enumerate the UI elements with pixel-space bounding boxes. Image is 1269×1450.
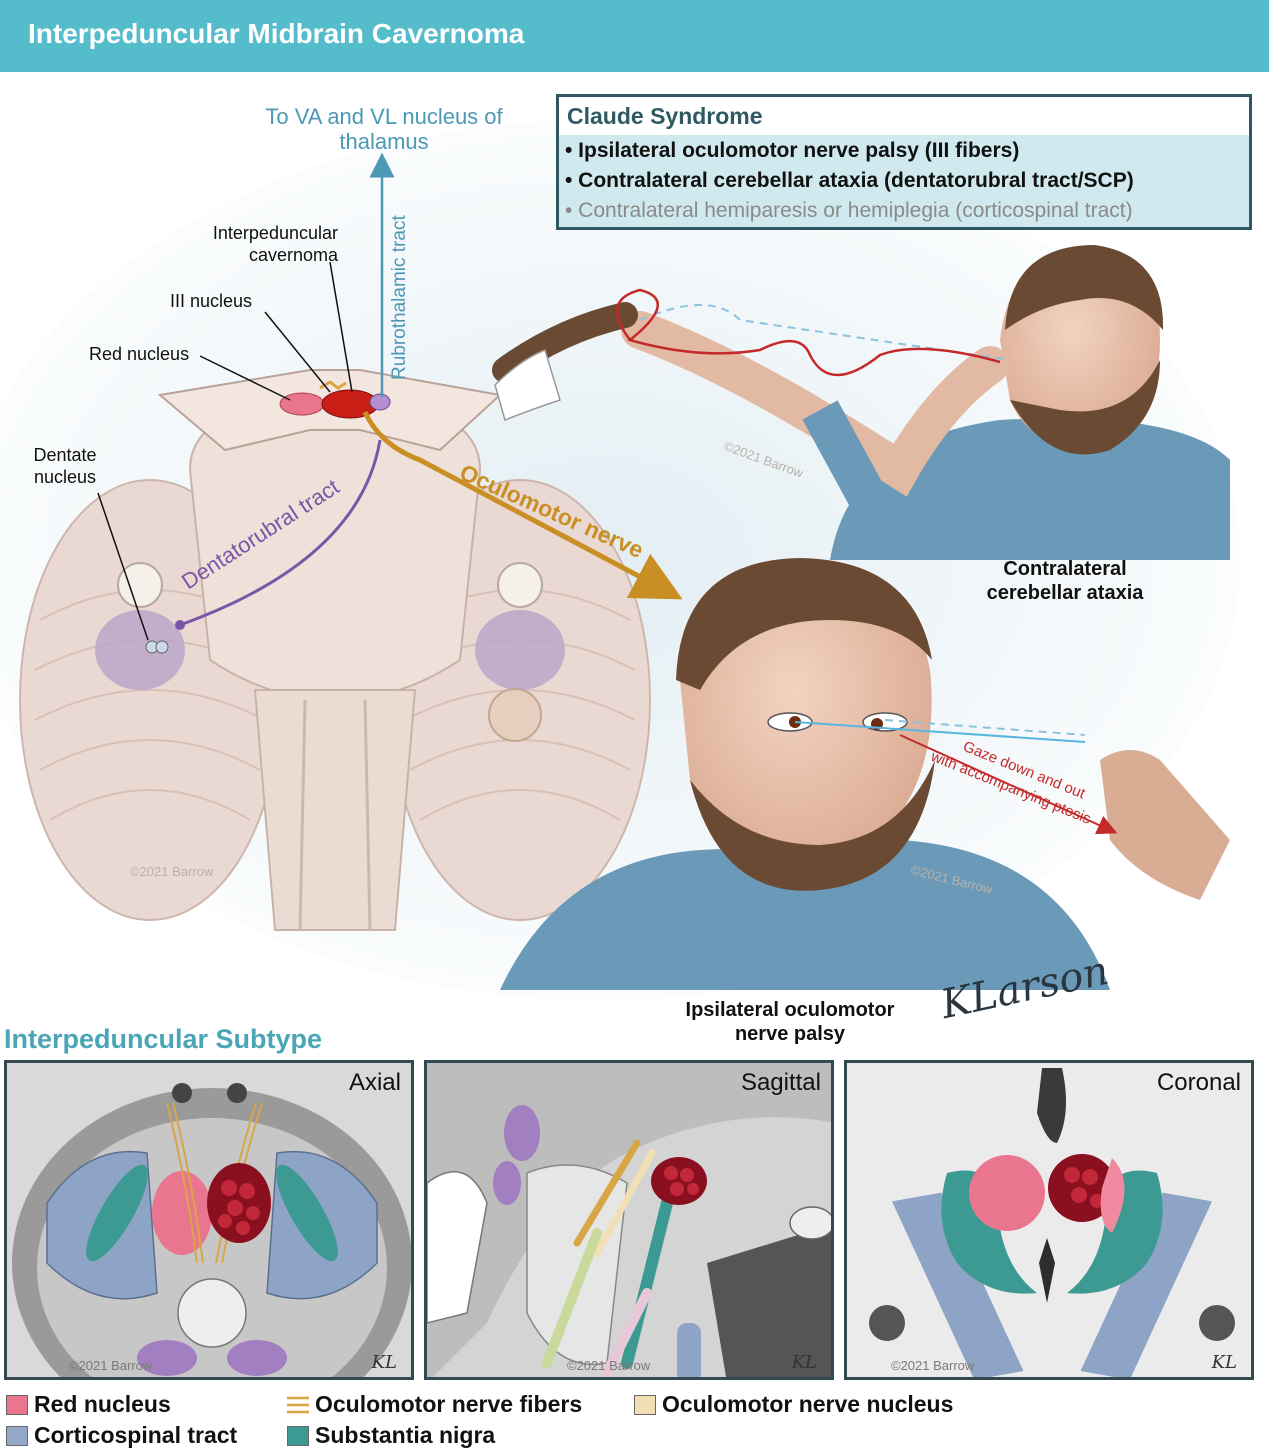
iii-nucleus-label: III nucleus xyxy=(170,291,253,311)
gaze-down-arrow xyxy=(899,734,1118,835)
sagittal-label: Sagittal xyxy=(740,1069,821,1096)
gaze-dashed-line xyxy=(884,719,1086,736)
sagittal-watermark: ©2021 Barrow xyxy=(567,1358,651,1373)
claude-syndrome-list: • Ipsilateral oculomotor nerve palsy (II… xyxy=(559,135,1249,227)
legend-label: Substantia nigra xyxy=(315,1422,496,1448)
legend-item-substantia-nigra: Substantia nigra xyxy=(287,1422,547,1450)
cavernoma-label: Interpeduncular cavernoma xyxy=(212,223,338,265)
axial-signature: KL xyxy=(371,1352,397,1373)
leader-lines xyxy=(97,261,353,641)
rubrothalamic-label: Rubrothalamic tract xyxy=(389,215,410,380)
title-banner: Interpeduncular Midbrain Cavernoma xyxy=(0,0,1269,72)
caption-ataxia: Contralateral cerebellar ataxia xyxy=(986,558,1144,604)
legend-label: Oculomotor nerve fibers xyxy=(315,1391,583,1417)
dentatorubral-tract-line xyxy=(179,439,382,627)
coronal-watermark: ©2021 Barrow xyxy=(891,1358,975,1373)
dentate-marker xyxy=(175,620,185,630)
legend-item-red-nucleus: Red nucleus xyxy=(6,1391,266,1419)
coronal-panel: Coronal ©2021 Barrow KL xyxy=(844,1060,1254,1380)
brainstem-illustration xyxy=(19,369,651,931)
thalamus-label: To VA and VL nucleus of thalamus xyxy=(265,104,503,154)
legend-swatch xyxy=(634,1395,656,1415)
legend-label: Red nucleus xyxy=(34,1391,171,1417)
subtype-title: Interpeduncular Subtype xyxy=(4,1024,323,1054)
sagittal-signature: KL xyxy=(791,1352,817,1373)
ataxia-tremor-path xyxy=(615,288,1001,377)
sagittal-section xyxy=(427,1063,831,1377)
coronal-section xyxy=(847,1063,1251,1377)
page-title: Interpeduncular Midbrain Cavernoma xyxy=(28,18,525,49)
red-nucleus-label: Red nucleus xyxy=(89,344,190,364)
ataxia-patient-illustration xyxy=(621,245,1230,560)
legend-swatch xyxy=(6,1395,28,1415)
legend-item-oculomotor-nucleus: Oculomotor nerve nucleus xyxy=(634,1391,994,1419)
legend-swatch xyxy=(287,1426,309,1446)
claude-syndrome-title: Claude Syndrome xyxy=(567,103,763,129)
legend-label: Corticospinal tract xyxy=(34,1422,238,1448)
legend-item-oculomotor-fibers: Oculomotor nerve fibers xyxy=(287,1391,617,1419)
axial-section xyxy=(7,1063,411,1377)
coronal-signature: KL xyxy=(1211,1352,1237,1373)
axial-panel: Axial ©2021 Barrow KL xyxy=(4,1060,414,1380)
gaze-line xyxy=(794,721,1086,743)
axial-watermark: ©2021 Barrow xyxy=(69,1358,153,1373)
claude-item: • Ipsilateral oculomotor nerve palsy (II… xyxy=(565,139,1020,162)
claude-item: • Contralateral hemiparesis or hemiplegi… xyxy=(565,199,1133,222)
lab-coat-sleeve xyxy=(494,348,561,422)
legend-label: Oculomotor nerve nucleus xyxy=(662,1391,954,1417)
caption-palsy: Ipsilateral oculomotor nerve palsy xyxy=(685,999,895,1045)
watermark-brainstem: ©2021 Barrow xyxy=(130,864,214,879)
legend-swatch xyxy=(6,1426,28,1446)
legend-item-corticospinal: Corticospinal tract xyxy=(6,1422,276,1450)
claude-syndrome-box: Claude Syndrome • Ipsilateral oculomotor… xyxy=(556,94,1252,230)
legend-fiber-lines xyxy=(287,1396,309,1414)
main-illustration: Rubrothalamic tract Dentatorubral tract … xyxy=(0,120,1240,1000)
axial-label: Axial xyxy=(348,1069,401,1096)
dentate-label: Dentate nucleus xyxy=(33,445,97,487)
oculomotor-nerve-arrow xyxy=(362,410,683,600)
claude-item: • Contralateral cerebellar ataxia (denta… xyxy=(565,169,1134,192)
examiner-arm xyxy=(492,302,638,383)
sagittal-panel: Sagittal ©2021 Barrow KL xyxy=(424,1060,834,1380)
coronal-label: Coronal xyxy=(1156,1069,1241,1096)
